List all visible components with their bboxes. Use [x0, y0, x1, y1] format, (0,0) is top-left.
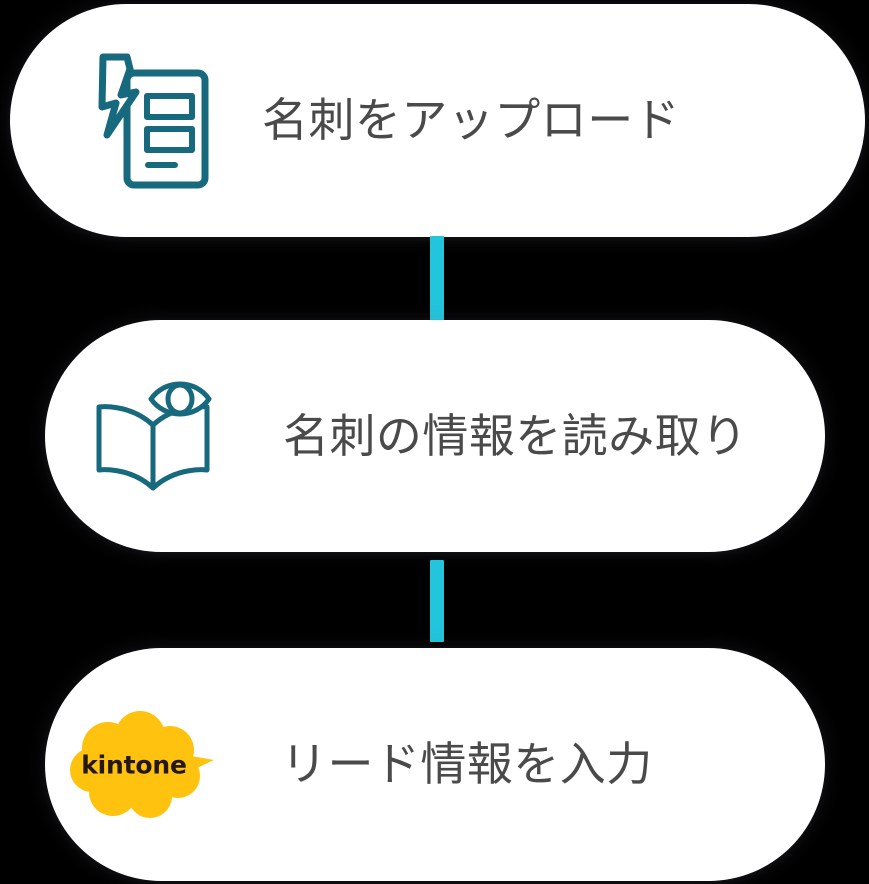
flow-step-label: 名刺の情報を読み取り — [283, 409, 748, 462]
business-card-upload-icon — [58, 51, 248, 191]
flow-step-card-input[interactable]: kintone リード情報を入力 — [45, 648, 825, 881]
flow-connector-2 — [430, 560, 444, 642]
flow-step-card-read[interactable]: 名刺の情報を読み取り — [45, 320, 825, 552]
flow-step-label: リード情報を入力 — [281, 738, 653, 791]
book-eye-scan-icon — [67, 371, 247, 501]
flow-connector-1 — [430, 236, 444, 322]
flow-step-card-upload[interactable]: 名刺をアップロード — [10, 4, 865, 237]
kintone-logo-icon: kintone — [53, 710, 233, 820]
kintone-wordmark: kintone — [81, 750, 187, 779]
flow-step-label: 名刺をアップロード — [262, 94, 681, 147]
